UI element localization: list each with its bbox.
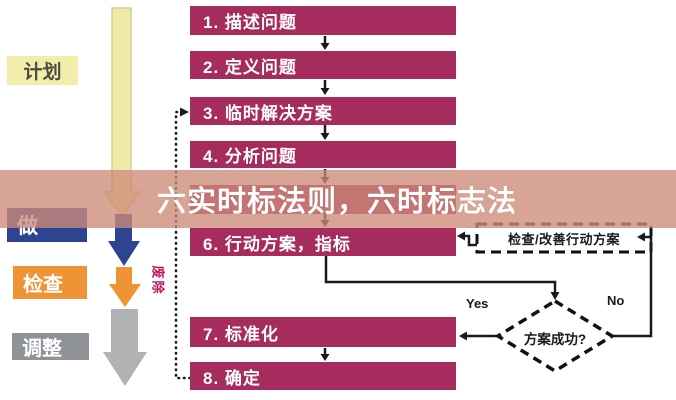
- step-1-box: 1. 描述问题: [190, 6, 456, 35]
- yes-branch-connector: [459, 331, 498, 341]
- decision-diamond: [494, 298, 616, 374]
- step-7-label: 7. 标准化: [203, 324, 279, 344]
- step-1-label: 1. 描述问题: [203, 13, 297, 32]
- step-7-box: 7. 标准化: [190, 317, 456, 347]
- step-6-label: 6. 行动方案，指标: [203, 234, 351, 254]
- pdca-adjust-label: 调整: [22, 338, 62, 360]
- pdca-adjust-box: 调整: [12, 333, 89, 360]
- pdca-plan-label: 计划: [23, 62, 62, 83]
- check-improve-dashed-box: [475, 222, 653, 254]
- step-3-label: 3. 临时解决方案: [203, 103, 333, 123]
- no-label: No: [607, 293, 625, 308]
- check-improve-label: 检查/改善行动方案: [507, 232, 621, 247]
- pdca-check-label: 检查: [23, 274, 63, 296]
- step-3-box: 3. 临时解决方案: [190, 97, 456, 125]
- title-banner: 六实时标法则，六时标志法: [0, 170, 676, 228]
- step6-to-decision-connector: [324, 256, 560, 300]
- step-6-box: 6. 行动方案，指标: [190, 228, 456, 256]
- abolish-dotted-connector: [174, 107, 192, 380]
- decision-label: 方案成功?: [523, 332, 587, 347]
- step-4-box: 4. 分析问题: [190, 141, 456, 168]
- step-2-box: 2. 定义问题: [190, 51, 456, 79]
- step-8-box: 8. 确定: [190, 362, 456, 390]
- pdca-plan-box: 计划: [7, 56, 78, 85]
- down-arrow-orange: [109, 267, 141, 307]
- pdca-check-box: 检查: [13, 266, 87, 299]
- step-4-label: 4. 分析问题: [203, 147, 297, 166]
- step-8-label: 8. 确定: [203, 368, 261, 388]
- check-improve-to-step6-connector: [457, 231, 477, 247]
- step-2-label: 2. 定义问题: [203, 57, 297, 77]
- banner-title: 六实时标法则，六时标志法: [157, 186, 518, 218]
- down-arrow-gray: [103, 309, 147, 386]
- yes-label: Yes: [466, 296, 489, 311]
- abolish-label: 废除: [150, 265, 166, 296]
- no-branch-connector: [612, 232, 653, 338]
